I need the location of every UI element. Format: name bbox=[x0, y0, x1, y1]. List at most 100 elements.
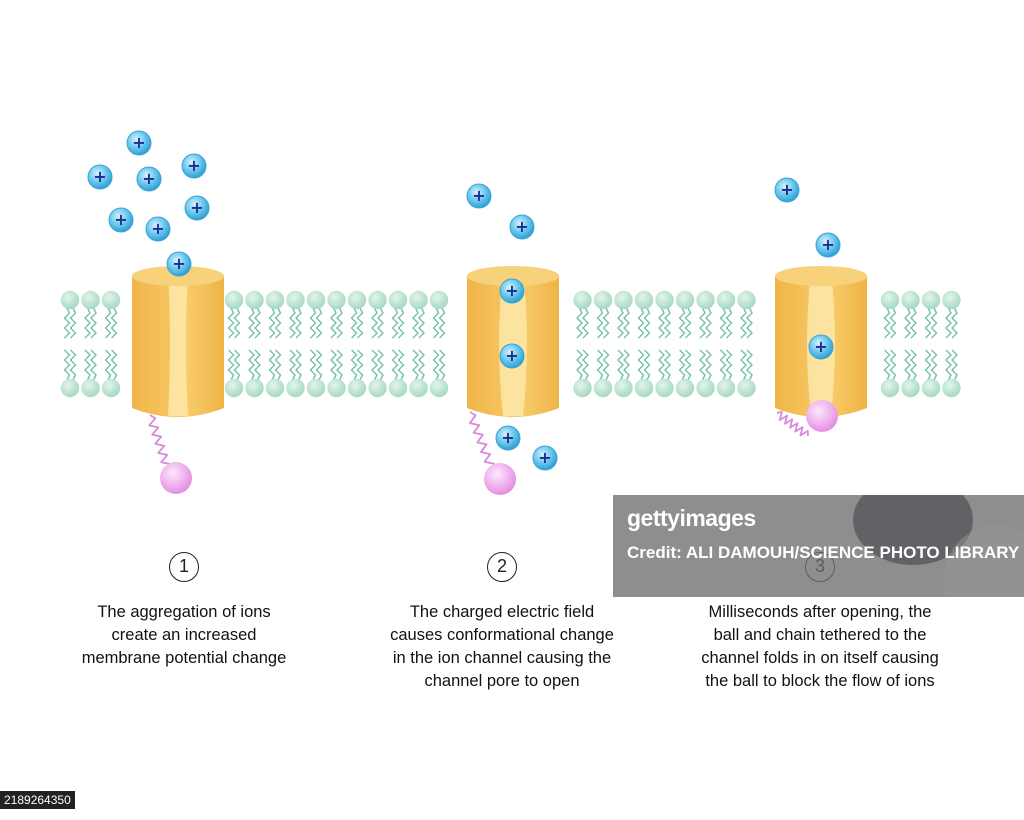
lipid-tail bbox=[309, 307, 317, 339]
ion-body bbox=[808, 334, 834, 360]
lipid-head bbox=[81, 290, 100, 310]
lipid-tail bbox=[104, 307, 112, 339]
lipid-tail bbox=[910, 349, 917, 381]
lipid-head bbox=[388, 378, 408, 398]
lipid-head bbox=[327, 378, 346, 398]
ion-sign: + bbox=[821, 235, 834, 254]
lipid-tail bbox=[924, 349, 932, 381]
step-3-caption: Milliseconds after opening, the ball and… bbox=[670, 601, 970, 693]
lipid-tail bbox=[617, 307, 624, 339]
lipid-tail bbox=[330, 307, 337, 339]
lipid-tail bbox=[104, 349, 112, 381]
ion-sign: + bbox=[472, 186, 485, 205]
lipid-tail bbox=[350, 307, 358, 339]
caption-line: create an increased bbox=[111, 626, 257, 644]
lipid-tail bbox=[295, 349, 302, 381]
lipid-head bbox=[614, 290, 633, 310]
lipid-tail bbox=[930, 307, 938, 339]
lipid-tail bbox=[391, 307, 399, 339]
lipid-tail bbox=[678, 307, 686, 339]
inactivation-ball bbox=[160, 462, 192, 494]
lipid-tail bbox=[227, 349, 235, 381]
lipid-tail bbox=[623, 349, 630, 381]
ion-body bbox=[181, 153, 207, 179]
lipid-tail bbox=[699, 349, 706, 381]
channel-pore bbox=[168, 270, 188, 416]
lipid-tail bbox=[274, 307, 282, 339]
ion-body bbox=[184, 195, 210, 221]
lipid-tail bbox=[951, 307, 958, 339]
step-1-caption: The aggregation of ions create an increa… bbox=[34, 601, 334, 670]
lipid-tail bbox=[268, 307, 276, 339]
lipid-head bbox=[880, 290, 900, 310]
lipid-head bbox=[101, 378, 121, 398]
ion: + bbox=[136, 166, 162, 192]
lipid-head bbox=[921, 378, 941, 398]
ion-body bbox=[532, 445, 558, 471]
ion: + bbox=[184, 195, 210, 221]
lipid-head bbox=[286, 290, 305, 310]
lipid-head bbox=[716, 378, 736, 398]
caption-line: in the ion channel causing the bbox=[392, 649, 612, 667]
lipid-tail bbox=[582, 349, 589, 381]
lipid-tail bbox=[397, 307, 405, 339]
lipid-tail bbox=[268, 349, 276, 381]
lipid-tail bbox=[924, 307, 932, 339]
ion-sign: + bbox=[515, 217, 528, 236]
lipid-head bbox=[347, 378, 367, 398]
lipid-tail bbox=[356, 349, 364, 381]
lipid-tail bbox=[576, 307, 583, 339]
lipid-tail bbox=[69, 307, 77, 339]
ion: + bbox=[774, 177, 800, 203]
lipid-head bbox=[245, 378, 264, 398]
lipid-tail bbox=[637, 349, 645, 381]
ion-body bbox=[509, 214, 535, 240]
channel-1 bbox=[132, 266, 224, 417]
ion: + bbox=[145, 216, 171, 242]
ion-sign: + bbox=[114, 210, 127, 229]
lipid-tail bbox=[664, 349, 671, 381]
lipid-head bbox=[614, 378, 633, 398]
lipid-tail bbox=[740, 307, 747, 339]
ion-body bbox=[145, 216, 171, 242]
lipid-head bbox=[286, 378, 305, 398]
lipid-tail bbox=[719, 349, 727, 381]
lipid-tail bbox=[725, 307, 733, 339]
inactivation-ball bbox=[806, 400, 838, 432]
lipid-tail bbox=[438, 307, 446, 339]
lipid-tail bbox=[623, 307, 630, 339]
lipid-tail bbox=[596, 307, 604, 339]
lipid-head bbox=[409, 378, 428, 398]
ion: + bbox=[808, 334, 834, 360]
lipid-tail bbox=[438, 349, 446, 381]
ion-sign: + bbox=[190, 198, 203, 217]
chain bbox=[469, 411, 495, 471]
lipid-tail bbox=[596, 349, 604, 381]
caption-line: the ball to block the flow of ions bbox=[705, 672, 935, 690]
lipid-tail bbox=[930, 349, 938, 381]
channel-2 bbox=[467, 266, 559, 417]
lipid-tail bbox=[602, 307, 610, 339]
lipid-tail bbox=[233, 349, 241, 381]
lipid-head bbox=[655, 378, 674, 398]
lipid-head bbox=[306, 378, 326, 398]
lipid-tail bbox=[418, 349, 425, 381]
caption-line: causes conformational change bbox=[390, 626, 614, 644]
lipid-head bbox=[368, 378, 387, 398]
lipid-tail bbox=[418, 307, 425, 339]
lipid-tail bbox=[945, 307, 952, 339]
ions: +++++++++++++++++ bbox=[87, 130, 841, 471]
lipid-head bbox=[675, 290, 695, 310]
ion-body bbox=[87, 164, 113, 190]
lipid-tail bbox=[63, 349, 71, 381]
lipid-tail bbox=[725, 349, 733, 381]
lipid-tail bbox=[377, 307, 384, 339]
ion: + bbox=[166, 251, 192, 277]
caption-line: Milliseconds after opening, the bbox=[708, 603, 932, 621]
ion-sign: + bbox=[505, 346, 518, 365]
lipid-head bbox=[696, 378, 715, 398]
lipid-tail bbox=[945, 349, 952, 381]
lipid-head bbox=[880, 378, 900, 398]
ion: + bbox=[87, 164, 113, 190]
